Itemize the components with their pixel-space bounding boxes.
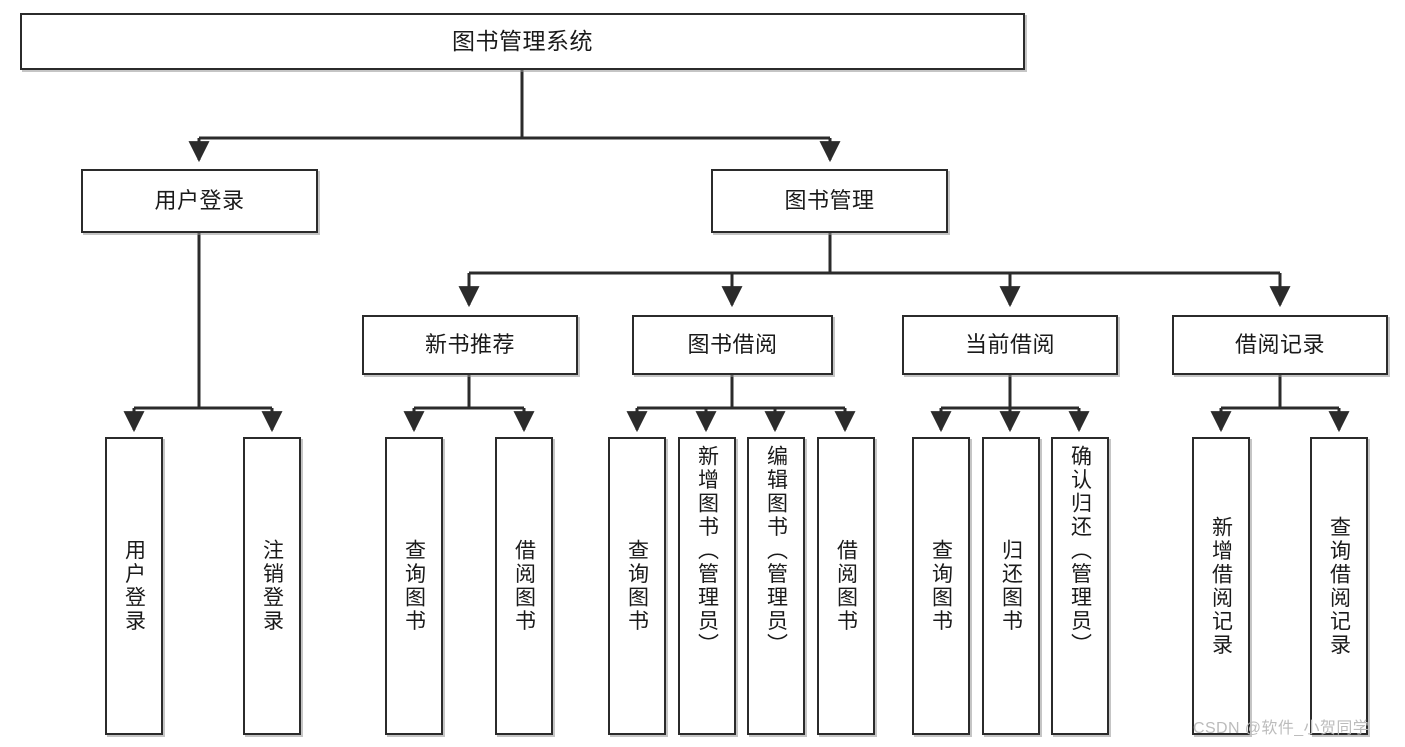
- node-label: 编辑图书（管理员）: [764, 445, 788, 657]
- node-label: 借阅记录: [1234, 331, 1325, 357]
- node-label: 查询借阅记录: [1327, 515, 1351, 657]
- node-current-borrow[interactable]: 当前借阅: [902, 315, 1118, 375]
- node-book-manage[interactable]: 图书管理: [711, 169, 948, 233]
- leaf-borrow-book-rec[interactable]: 借阅图书: [495, 437, 553, 735]
- node-label: 归还图书: [999, 539, 1023, 633]
- node-label: 注销登录: [260, 539, 284, 633]
- leaf-query-borrow-record[interactable]: 查询借阅记录: [1310, 437, 1368, 735]
- node-label: 新书推荐: [424, 331, 515, 357]
- leaf-query-book-rec[interactable]: 查询图书: [385, 437, 443, 735]
- leaf-add-borrow-record[interactable]: 新增借阅记录: [1192, 437, 1250, 735]
- node-label: 用户登录: [122, 539, 146, 633]
- leaf-borrow-book-borrow[interactable]: 借阅图书: [817, 437, 875, 735]
- node-user-login[interactable]: 用户登录: [81, 169, 318, 233]
- node-label: 借阅图书: [512, 539, 536, 633]
- node-label: 借阅图书: [834, 539, 858, 633]
- leaf-query-book-borrow[interactable]: 查询图书: [608, 437, 666, 735]
- node-root-system[interactable]: 图书管理系统: [20, 13, 1025, 70]
- leaf-user-logout[interactable]: 注销登录: [243, 437, 301, 735]
- node-label: 图书管理系统: [452, 27, 593, 54]
- node-label: 当前借阅: [964, 331, 1055, 357]
- node-book-borrow[interactable]: 图书借阅: [632, 315, 833, 375]
- leaf-add-book-admin[interactable]: 新增图书（管理员）: [678, 437, 736, 735]
- node-label: 查询图书: [625, 539, 649, 633]
- watermark-text: CSDN @软件_小贺同学: [1193, 720, 1370, 737]
- node-new-book-recommend[interactable]: 新书推荐: [362, 315, 578, 375]
- node-borrow-record[interactable]: 借阅记录: [1172, 315, 1388, 375]
- leaf-edit-book-admin[interactable]: 编辑图书（管理员）: [747, 437, 805, 735]
- node-label: 图书管理: [784, 187, 875, 213]
- node-label: 查询图书: [929, 539, 953, 633]
- leaf-user-login[interactable]: 用户登录: [105, 437, 163, 735]
- node-label: 新增图书（管理员）: [695, 445, 719, 657]
- node-label: 确认归还（管理员）: [1068, 445, 1092, 657]
- leaf-query-book-current[interactable]: 查询图书: [912, 437, 970, 735]
- leaf-confirm-return-admin[interactable]: 确认归还（管理员）: [1051, 437, 1109, 735]
- node-label: 图书借阅: [687, 331, 778, 357]
- node-label: 查询图书: [402, 539, 426, 633]
- node-label: 新增借阅记录: [1209, 515, 1233, 657]
- leaf-return-book[interactable]: 归还图书: [982, 437, 1040, 735]
- node-label: 用户登录: [154, 187, 245, 213]
